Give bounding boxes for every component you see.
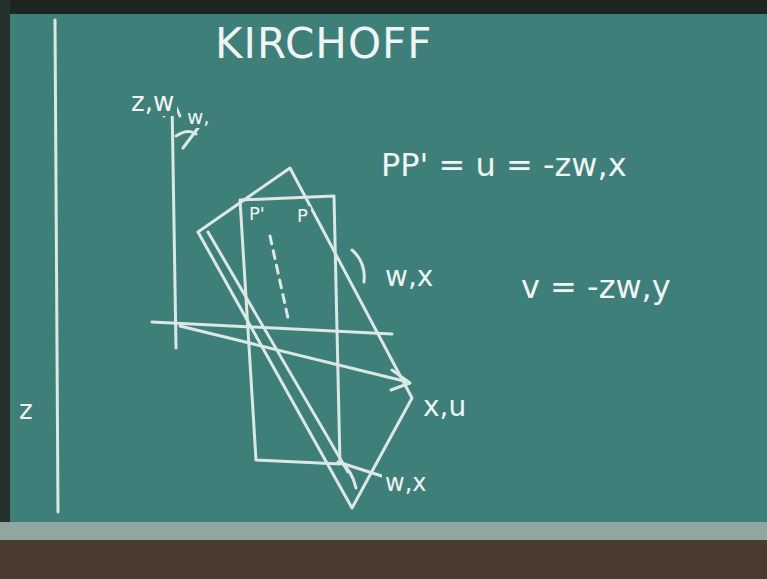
angle-label: w,x	[382, 262, 436, 292]
deformed-section	[198, 168, 412, 508]
chalk-ledge	[0, 522, 767, 540]
equation: PP' = u = -zw,x	[378, 148, 630, 182]
mid-surface-line	[208, 232, 348, 472]
board-frame	[0, 540, 767, 579]
board-top-edge	[0, 0, 767, 14]
board-title: KIRCHOFF	[212, 22, 435, 66]
point-label: P'	[246, 204, 268, 224]
equation: v = -zw,y	[518, 270, 674, 304]
angle-label: w,x	[382, 470, 429, 496]
board-left-edge	[0, 0, 10, 579]
x-axis	[180, 326, 408, 382]
angle-arc	[176, 131, 196, 136]
board-divider	[55, 20, 58, 512]
tangent-line	[338, 462, 388, 478]
angle-label: w,	[184, 106, 213, 128]
edge-letter: z	[16, 396, 36, 424]
displacement-dash	[270, 236, 288, 318]
point-label: P	[294, 206, 311, 226]
angle-arc	[352, 250, 364, 282]
axis-label: x,u	[420, 392, 469, 422]
axis-label: z,w	[128, 88, 177, 116]
